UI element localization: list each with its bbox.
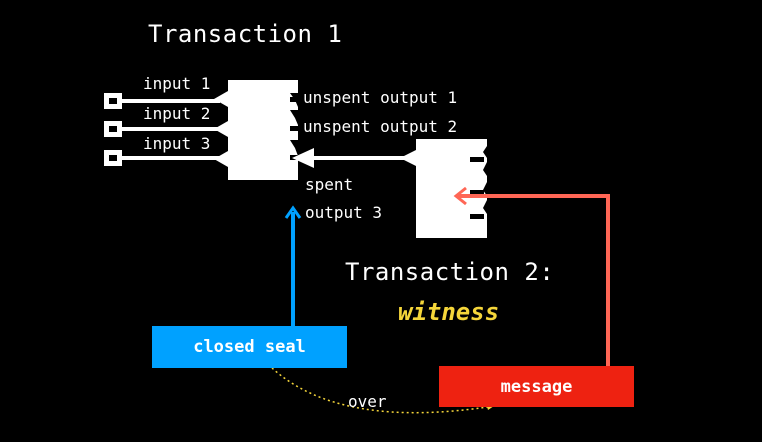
tx2-notch-2 (470, 190, 484, 195)
tx2-notch-1 (470, 157, 484, 162)
unspent-output-label-1: unspent output 1 (303, 88, 458, 107)
spend-arrow (292, 148, 410, 168)
input-connector-3 (104, 150, 220, 166)
input-connector-1 (104, 93, 220, 109)
unspent-output-label-2: unspent output 2 (303, 117, 458, 136)
output-notch-1 (290, 97, 300, 102)
witness-label: witness (398, 298, 500, 326)
input-label-3: input 3 (143, 134, 211, 153)
input-connector-2 (104, 121, 220, 137)
spent-label: spent (305, 175, 354, 194)
over-label: over (348, 392, 387, 411)
closed-seal-label: closed seal (193, 337, 306, 357)
output-notch-2 (290, 126, 300, 131)
closed-seal-box: closed seal (152, 326, 347, 368)
input-label-2: input 2 (143, 104, 211, 123)
input-label-1: input 1 (143, 74, 211, 93)
message-label: message (500, 376, 573, 397)
transaction-2-title: Transaction 2: (345, 258, 555, 286)
transaction-2-block (400, 139, 487, 238)
transaction-1-block (214, 80, 298, 180)
output-3-label: output 3 (305, 203, 383, 222)
transaction-1-title: Transaction 1 (148, 20, 343, 48)
tx2-notch-3 (470, 214, 484, 219)
message-box: message (439, 366, 634, 407)
seal-arrow (284, 205, 302, 326)
message-arrow (453, 186, 610, 366)
